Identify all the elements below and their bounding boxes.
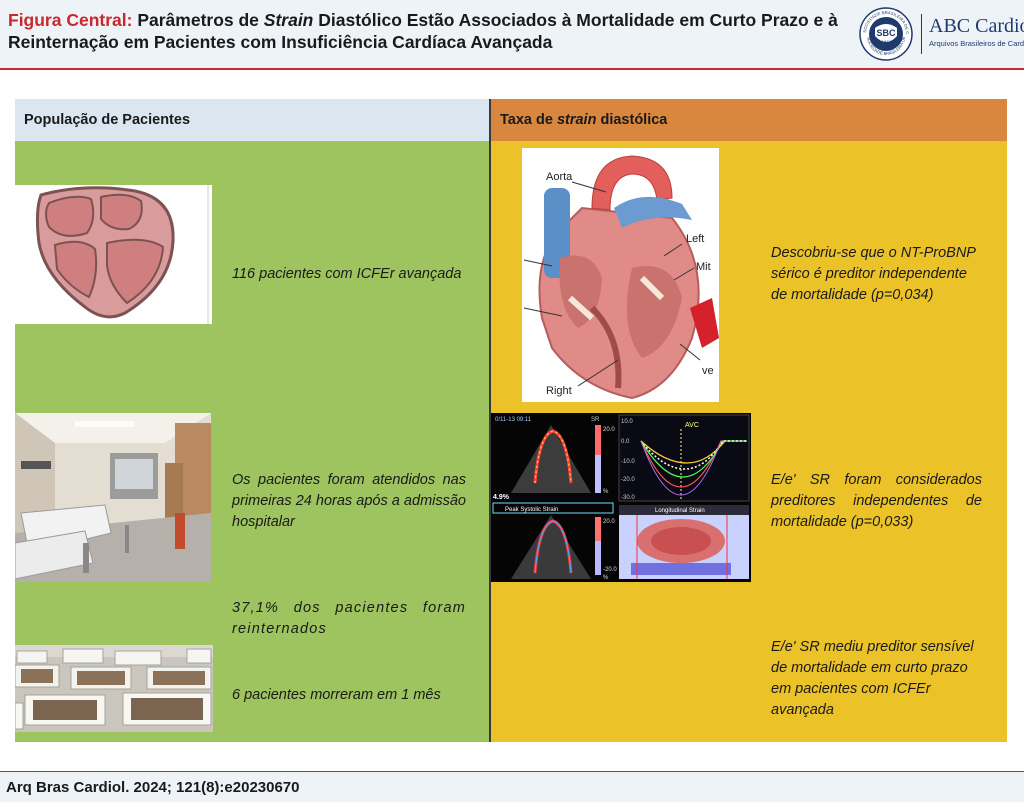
curve-tick-4: -30.0 — [621, 495, 635, 501]
heart-label-left: Left — [686, 233, 704, 245]
left-text-2: Os pacientes foram atendidos nas primeir… — [232, 472, 466, 530]
echo-scale-bottom: -20.0 — [603, 567, 617, 573]
left-text-3: 37,1% dos pacientes foram reinternados — [232, 600, 466, 637]
echo-timestamp: 0/11-13 09:11 — [495, 417, 532, 423]
footer-citation: Arq Bras Cardiol. 2024; 121(8):e20230670 — [6, 779, 300, 796]
curve-tick-1: 0.0 — [621, 439, 630, 445]
page-title: Figura Central: Parâmetros de Strain Dia… — [8, 9, 838, 53]
heart-label-vein: ve — [702, 365, 714, 377]
heart-label-aorta: Aorta — [546, 171, 573, 183]
header-band — [0, 0, 1024, 68]
right-text-2: E/e' SR foram considerados preditores in… — [771, 472, 982, 530]
left-text-4: 6 pacientes morreram em 1 mês — [232, 687, 441, 703]
left-text-1: 116 pacientes com ICFEr avançada — [232, 266, 462, 282]
echo-percent: 4.9% — [493, 494, 510, 501]
title-strain: Strain — [263, 10, 314, 30]
cemetery-image — [15, 645, 213, 732]
title-text-2: Diastólico Estão Associados à Mortalidad… — [8, 10, 838, 52]
echo-unit-top: % — [603, 489, 609, 495]
curve-tick-0: 10.0 — [621, 419, 633, 425]
echo-sr-label: SR — [591, 417, 600, 423]
footer-rule — [0, 771, 1024, 772]
heart-anatomy-image: Aorta Left Mit ve Right — [522, 148, 719, 402]
sbc-year: 1943 — [882, 39, 892, 44]
column-divider — [489, 99, 491, 742]
sbc-initials: SBC — [876, 28, 896, 38]
echo-longitudinal-label: Longitudinal Strain — [655, 508, 705, 514]
right-heading-2: diastólica — [596, 112, 668, 128]
right-heading-1: Taxa de — [500, 112, 557, 128]
right-heading: Taxa de strain diastólica — [491, 112, 667, 128]
echo-scale-top: 20.0 — [603, 427, 615, 433]
right-text-1: Descobriu-se que o NT-ProBNP sérico é pr… — [771, 245, 976, 303]
echo-scale-top-2: 20.0 — [603, 519, 615, 525]
title-text-1: Parâmetros de — [132, 10, 264, 30]
right-heading-strain: strain — [556, 112, 597, 128]
heart-label-right: Right — [546, 385, 572, 397]
curve-tick-2: -10.0 — [621, 459, 635, 465]
logo-divider — [921, 14, 922, 54]
footer-band — [0, 772, 1024, 802]
journal-subtitle: Arquivos Brasileiros de Cardiologia — [929, 39, 1024, 48]
echo-strain-image: 0/11-13 09:11 SR 20.0 % 4.9% Peak Systol… — [491, 413, 751, 582]
heart-label-mitral: Mit — [696, 261, 711, 273]
journal-name: ABC Cardiol — [929, 15, 1024, 37]
right-column-header: Taxa de strain diastólica — [491, 99, 1007, 141]
right-text-3: E/e' SR mediu preditor sensível de morta… — [771, 639, 974, 718]
echo-avc-label: AVC — [685, 422, 699, 429]
echo-peak-label: Peak Systolic Strain — [505, 507, 558, 513]
sbc-logo-icon: SOCIEDADE BRASILEIRA DE CARDIOLOGIA SOCI… — [858, 6, 913, 61]
left-heading: População de Pacientes — [24, 112, 191, 128]
left-column-header: População de Pacientes — [15, 99, 489, 141]
header-rule — [0, 68, 1024, 70]
hospital-room-image — [15, 413, 211, 582]
curve-tick-3: -20.0 — [621, 477, 635, 483]
echo-unit-bottom: % — [603, 575, 609, 581]
title-prefix: Figura Central: — [8, 10, 133, 30]
heart-cross-section-image — [15, 185, 212, 324]
